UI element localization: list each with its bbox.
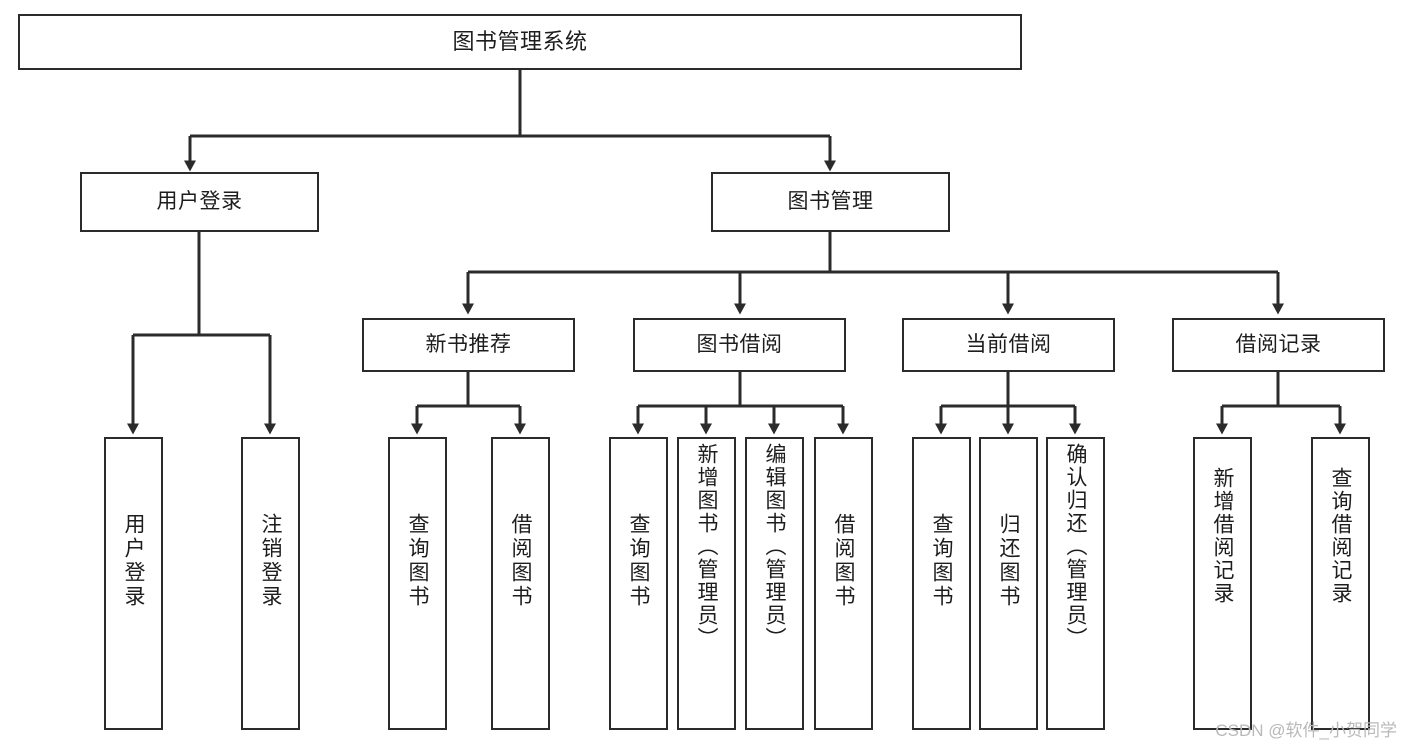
leaf-query-book-current[interactable]: 查询图书: [912, 437, 971, 730]
node-label: 确认归还（管理员）: [1064, 443, 1087, 650]
leaf-query-borrow-record[interactable]: 查询借阅记录: [1311, 437, 1370, 730]
leaf-add-borrow-record[interactable]: 新增借阅记录: [1193, 437, 1252, 730]
node-label: 查询图书: [627, 513, 650, 609]
node-label: 图书管理: [787, 190, 874, 214]
leaf-confirm-return-admin[interactable]: 确认归还（管理员）: [1046, 437, 1105, 730]
node-new-book-recommend[interactable]: 新书推荐: [362, 318, 575, 372]
node-book-borrow[interactable]: 图书借阅: [633, 318, 846, 372]
leaf-return-book[interactable]: 归还图书: [979, 437, 1038, 730]
node-label: 注销登录: [259, 513, 282, 609]
watermark-text: CSDN @软件_小贺同学: [1215, 721, 1397, 740]
node-label: 查询图书: [406, 513, 429, 609]
node-borrow-record[interactable]: 借阅记录: [1172, 318, 1385, 372]
leaf-query-book-recommend[interactable]: 查询图书: [388, 437, 447, 730]
node-label: 借阅图书: [509, 513, 532, 609]
node-label: 当前借阅: [965, 333, 1052, 357]
node-root-book-management-system[interactable]: 图书管理系统: [18, 14, 1022, 70]
node-label: 借阅图书: [832, 513, 855, 609]
leaf-query-book-borrow[interactable]: 查询图书: [609, 437, 668, 730]
node-label: 编辑图书（管理员）: [763, 443, 786, 650]
node-label: 新增借阅记录: [1211, 467, 1234, 605]
leaf-edit-book-admin[interactable]: 编辑图书（管理员）: [745, 437, 804, 730]
leaf-borrow-book-recommend[interactable]: 借阅图书: [491, 437, 550, 730]
node-label: 借阅记录: [1235, 333, 1322, 357]
leaf-logout-login[interactable]: 注销登录: [241, 437, 300, 730]
node-label: 查询图书: [930, 513, 953, 609]
leaf-user-login[interactable]: 用户登录: [104, 437, 163, 730]
node-current-borrow[interactable]: 当前借阅: [902, 318, 1115, 372]
node-label: 查询借阅记录: [1329, 467, 1352, 605]
node-label: 图书管理系统: [452, 28, 588, 54]
node-label: 用户登录: [122, 513, 145, 609]
node-label: 用户登录: [156, 190, 243, 214]
leaf-borrow-book[interactable]: 借阅图书: [814, 437, 873, 730]
node-label: 新增图书（管理员）: [695, 443, 718, 650]
node-user-login[interactable]: 用户登录: [80, 172, 319, 232]
node-label: 新书推荐: [425, 333, 512, 357]
node-book-management[interactable]: 图书管理: [711, 172, 950, 232]
node-label: 图书借阅: [696, 333, 783, 357]
leaf-add-book-admin[interactable]: 新增图书（管理员）: [677, 437, 736, 730]
node-label: 归还图书: [997, 513, 1020, 609]
